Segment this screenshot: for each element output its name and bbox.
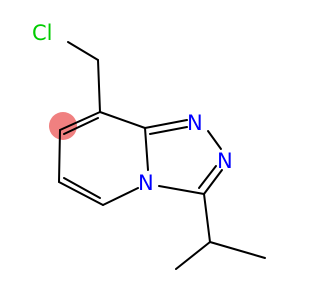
molecule-structure: Cl N N N	[32, 21, 266, 270]
bond-c6-c5-outer	[58, 181, 104, 206]
bond-c3-ch	[203, 193, 211, 243]
bond-ch-me2	[209, 241, 266, 259]
highlight-atom	[49, 112, 77, 140]
nitrogen-1-label: N	[187, 111, 203, 135]
nitrogen-2-label: N	[217, 149, 233, 173]
bond-n2-c3-inner	[198, 165, 217, 189]
bond-n4-c8a	[144, 127, 149, 171]
bond-c8a-n1-outer	[144, 119, 188, 129]
bond-c5-n4	[102, 187, 139, 206]
bond-c6-c5-inner	[63, 177, 101, 199]
chlorine-atom-label: Cl	[32, 21, 53, 45]
nitrogen-4-label: N	[138, 171, 154, 195]
bond-c8-c7-inner	[63, 117, 99, 135]
bond-c3-n4	[158, 185, 205, 195]
bond-ch-me1	[175, 241, 211, 270]
bond-c8a-c8	[99, 111, 146, 129]
bond-c8-c7-outer	[59, 111, 101, 131]
bond-c7-c6	[58, 129, 61, 183]
bond-n2-c3-outer	[203, 169, 223, 195]
structure-canvas: Cl N N N	[32, 21, 266, 270]
bond-n1-n2	[207, 130, 222, 150]
bond-cl-ch2	[67, 41, 99, 61]
bond-ch2-c8	[97, 59, 101, 113]
bond-c8a-n1-inner	[149, 126, 188, 135]
